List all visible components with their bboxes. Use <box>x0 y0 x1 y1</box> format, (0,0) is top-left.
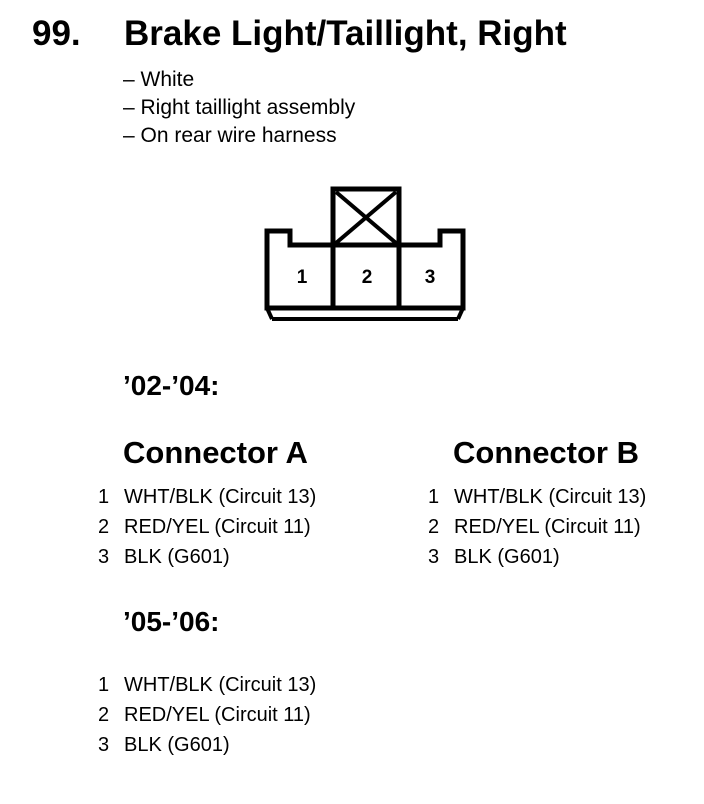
pin-number: 3 <box>98 546 110 568</box>
pin-row: 1 WHT/BLK (Circuit 13) <box>98 670 316 700</box>
pin-row: 1 WHT/BLK (Circuit 13) <box>428 482 646 512</box>
pin-number: 2 <box>98 704 110 726</box>
pin-wire: WHT/BLK (Circuit 13) <box>124 674 317 696</box>
pin-number: 1 <box>428 486 440 508</box>
connector-a-pin-list: 1 WHT/BLK (Circuit 13) 2 RED/YEL (Circui… <box>98 482 316 572</box>
pin-label: 3 <box>425 267 436 288</box>
pin-row: 1 WHT/BLK (Circuit 13) <box>98 482 316 512</box>
note-color: – White <box>123 68 195 91</box>
pin-number: 3 <box>428 546 440 568</box>
pin-wire: RED/YEL (Circuit 11) <box>124 704 311 726</box>
pin-wire: WHT/BLK (Circuit 13) <box>124 486 317 508</box>
pin-wire: RED/YEL (Circuit 11) <box>454 516 641 538</box>
pin-row: 3 BLK (G601) <box>98 730 316 760</box>
pin-number: 3 <box>98 734 110 756</box>
note-location: – Right taillight assembly <box>123 96 356 119</box>
pin-wire: BLK (G601) <box>124 734 230 756</box>
pin-wire: BLK (G601) <box>454 546 560 568</box>
connector-diagram: 1 2 3 <box>264 186 466 321</box>
section-number: 99. <box>32 14 81 53</box>
pin-wire: WHT/BLK (Circuit 13) <box>454 486 647 508</box>
pin-row: 2 RED/YEL (Circuit 11) <box>98 512 316 542</box>
connector-a-title: Connector A <box>123 435 308 470</box>
notes-list: – White – Right taillight assembly – On … <box>123 66 355 150</box>
pin-wire: RED/YEL (Circuit 11) <box>124 516 311 538</box>
pin-row: 3 BLK (G601) <box>428 542 646 572</box>
year-range-heading: ’05-’06: <box>123 606 220 637</box>
pin-number: 2 <box>98 516 110 538</box>
pin-number: 2 <box>428 516 440 538</box>
pin-row: 2 RED/YEL (Circuit 11) <box>98 700 316 730</box>
note-harness: – On rear wire harness <box>123 124 337 147</box>
pin-row: 3 BLK (G601) <box>98 542 316 572</box>
pin-number: 1 <box>98 486 110 508</box>
pin-number: 1 <box>98 674 110 696</box>
lock-tab-cross <box>334 190 398 245</box>
pin-label: 2 <box>362 267 373 288</box>
year-range-heading: ’02-’04: <box>123 370 220 401</box>
connector-b-pin-list: 1 WHT/BLK (Circuit 13) 2 RED/YEL (Circui… <box>428 482 646 572</box>
pin-wire: BLK (G601) <box>124 546 230 568</box>
connector-b-title: Connector B <box>453 435 639 470</box>
page-title: Brake Light/Taillight, Right <box>124 14 567 53</box>
connector-pin-list: 1 WHT/BLK (Circuit 13) 2 RED/YEL (Circui… <box>98 670 316 760</box>
pin-row: 2 RED/YEL (Circuit 11) <box>428 512 646 542</box>
pin-label: 1 <box>297 267 308 288</box>
